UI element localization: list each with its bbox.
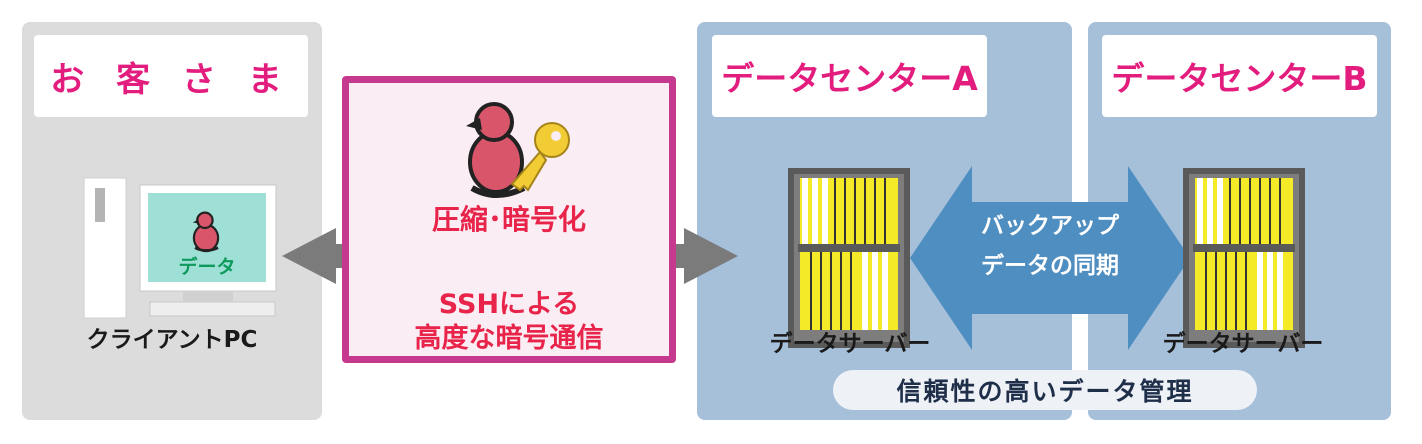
ssh-line1: SSHによる (438, 289, 580, 320)
server-b-label: データサーバー (1162, 331, 1324, 357)
sync-label-line1: バックアップ (981, 213, 1119, 239)
key-icon (510, 122, 570, 192)
server-rack-icon (788, 168, 910, 348)
customer-title: お 客 さ ま (34, 35, 308, 117)
ssh-line2: 高度な暗号通信 (414, 323, 604, 354)
datacenter-a-title: データセンターA (712, 35, 987, 117)
penguin-icon (192, 211, 220, 253)
sync-arrow (910, 166, 1190, 350)
compress-encrypt-label: 圧縮･暗号化 (431, 203, 586, 236)
penguin-icon-large (466, 102, 526, 198)
datacenter-b-title: データセンターB (1102, 35, 1377, 117)
sync-label-line2: データの同期 (981, 253, 1119, 279)
server-a-label: データサーバー (769, 331, 931, 357)
screen-data-label: データ (178, 256, 236, 278)
trust-label: 信頼性の高いデータ管理 (833, 370, 1257, 410)
client-pc-label: クライアントPC (86, 327, 258, 353)
server-rack-icon-b (1183, 168, 1305, 348)
client-pc-icon (83, 177, 277, 319)
